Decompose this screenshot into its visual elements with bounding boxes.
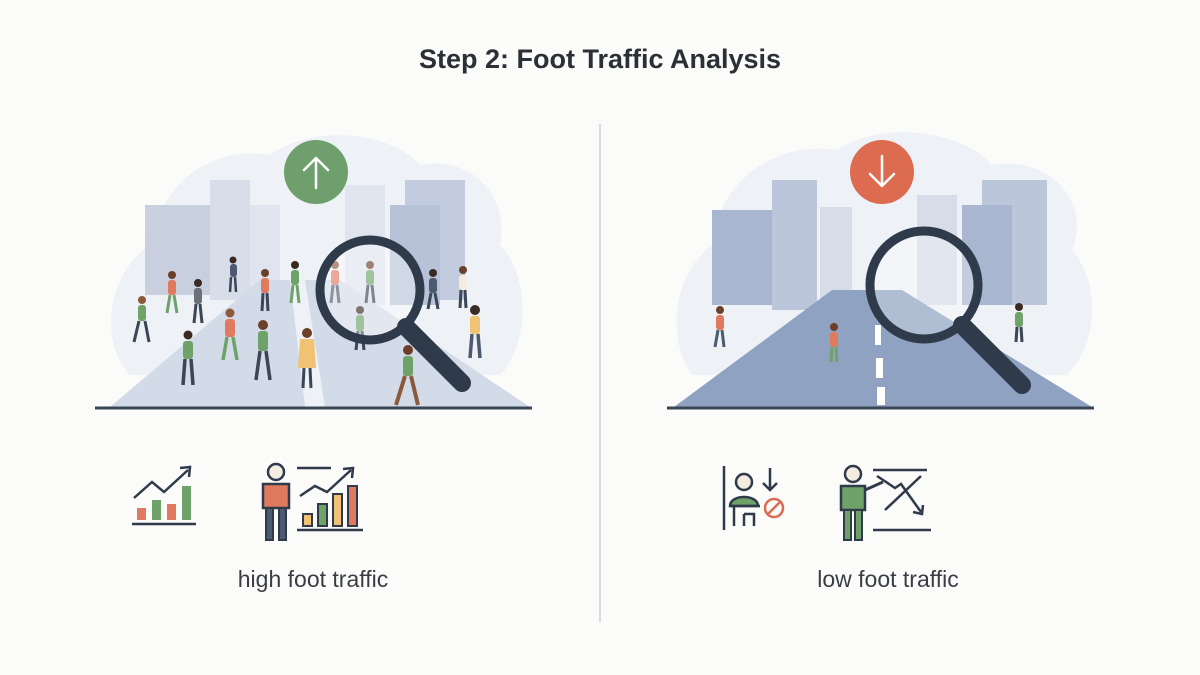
arrow-up-icon [284,140,348,204]
crowd-pedestrians [132,256,482,406]
person-decline-icon [720,462,792,534]
magnifying-glass-icon [315,235,471,392]
rising-bar-chart-icon [130,462,198,528]
sparse-pedestrians [713,303,1024,363]
street-road [674,290,1092,407]
city-buildings [712,180,1047,310]
busy-street-illustration [90,125,540,425]
caption-high-traffic: high foot traffic [237,566,389,592]
caption-low-traffic: low foot traffic [817,566,959,592]
person-decline-chart-icon [835,462,935,544]
page-title: Step 2: Foot Traffic Analysis [418,44,782,74]
quiet-street-illustration [662,125,1102,425]
street-road [110,280,530,407]
panel-divider [599,124,601,622]
person-growth-chart-icon [255,462,367,544]
magnifying-glass-icon [865,226,1031,394]
arrow-down-icon [850,140,914,204]
